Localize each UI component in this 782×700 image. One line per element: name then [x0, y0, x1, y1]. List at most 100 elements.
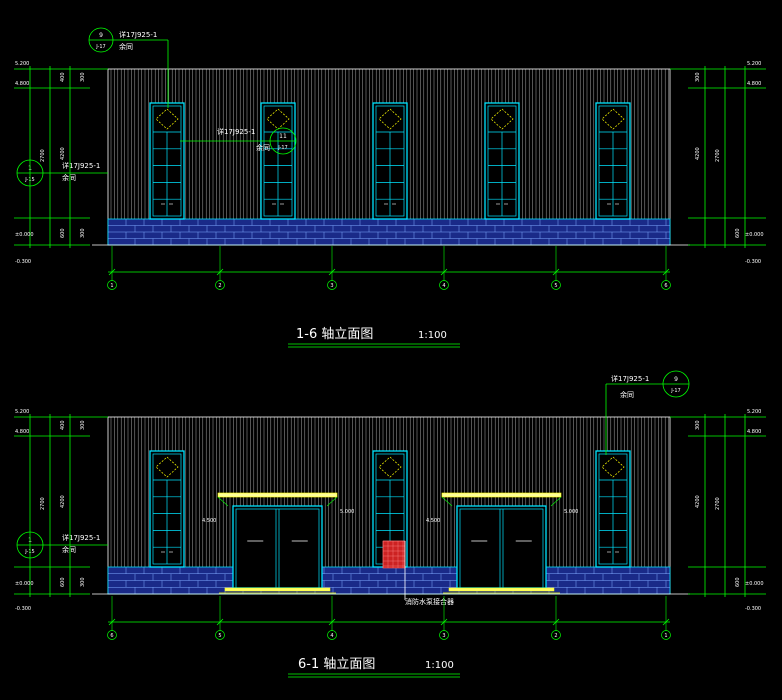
hydrant-connector: 消防水泵接合器: [382, 540, 454, 606]
dim-outer: 300: [80, 420, 86, 430]
window: [484, 102, 520, 220]
dim-outer: 2700: [715, 497, 721, 510]
level-eave: 4.800: [747, 429, 761, 435]
axis-label: 2: [554, 633, 557, 639]
level-eave: 4.800: [15, 429, 29, 435]
drawing-title: 1-6 轴立面图: [296, 327, 373, 342]
canopy-level: 5.000: [340, 509, 354, 515]
callout-text: 详17J925-1: [611, 374, 649, 383]
dim-inner: 4200: [695, 495, 701, 508]
window: [595, 450, 631, 568]
lower-callout-top: 9 J-17 详17J925-1 余同: [605, 370, 690, 455]
lower-elevation: 消防水泵接合器 9 J-17 详17J925-1 余同 1 J-15 详17J9…: [14, 370, 766, 678]
upper-elevation: 9 J-17 详17J925-1 余同 11 J-17 详17J925-1 余同…: [14, 27, 766, 348]
dim-inner: 600: [735, 577, 741, 587]
dim-outer: 300: [695, 420, 701, 430]
level-top: 5.200: [747, 61, 761, 67]
callout-text-same: 余同: [256, 143, 270, 152]
dim-inner: 400: [60, 72, 66, 82]
level-ground: -0.300: [745, 606, 761, 612]
axis-label: 2: [218, 283, 221, 289]
lower-brick-base: [107, 566, 671, 595]
callout-text-same: 余同: [119, 42, 133, 51]
upper-windows: [149, 102, 631, 220]
callout-text: 详17J925-1: [119, 30, 157, 39]
dim-inner: 600: [60, 228, 66, 238]
upper-title-block: 1-6 轴立面图 1:100: [288, 327, 460, 348]
level-eave: 4.800: [15, 81, 29, 87]
dim-outer: 2700: [40, 149, 46, 162]
axis-label: 1: [664, 633, 667, 639]
window: [372, 102, 408, 220]
callout-ref: J-15: [24, 177, 34, 183]
callout-ref: J-15: [24, 549, 34, 555]
callout-text: 详17J925-1: [62, 161, 100, 170]
level-top: 5.200: [15, 409, 29, 415]
dim-outer: 300: [80, 72, 86, 82]
callout-ref: J-17: [670, 388, 680, 394]
axis-label: 1: [110, 283, 113, 289]
lower-windows: [149, 450, 631, 568]
level-zero: ±0.000: [15, 232, 34, 238]
dim-inner: 600: [735, 228, 741, 238]
level-top: 5.200: [747, 409, 761, 415]
callout-ref: J-17: [95, 44, 105, 50]
dim-inner: 400: [60, 420, 66, 430]
upper-callout-top: 9 J-17 详17J925-1 余同: [88, 27, 169, 108]
level-ground: -0.300: [745, 259, 761, 265]
dim-inner: 4200: [695, 147, 701, 160]
axis-label: 3: [330, 283, 333, 289]
callout-text-same: 余同: [62, 173, 76, 182]
callout-text-same: 余同: [62, 545, 76, 554]
level-zero: ±0.000: [745, 232, 764, 238]
callout-text-same: 余同: [620, 390, 634, 399]
drawing-title: 6-1 轴立面图: [298, 657, 375, 672]
dim-outer: 300: [80, 577, 86, 587]
dim-outer: 300: [695, 72, 701, 82]
canopy-level: 4.500: [426, 518, 440, 524]
axis-label: 3: [442, 633, 445, 639]
lower-dim-left: 5.200 4.800 ±0.000 -0.300 2700 400 4200 …: [14, 409, 108, 612]
callout-number: 9: [99, 32, 103, 39]
canopy-level-labels: 4.500 5.000 4.500 5.000: [202, 509, 578, 524]
upper-brick-base: [107, 218, 671, 246]
callout-ref: J-17: [277, 145, 287, 151]
level-ground: -0.300: [15, 606, 31, 612]
upper-callout-left: 1 J-15 详17J925-1 余同: [16, 159, 108, 187]
drawing-scale: 1:100: [425, 660, 454, 671]
lower-callout-left: 1 J-15 详17J925-1 余同: [16, 531, 108, 559]
lower-doors: [217, 492, 562, 594]
upper-dim-right: 5.200 4.800 ±0.000 -0.300 300 4200 2700 …: [670, 61, 766, 265]
axis-label: 6: [664, 283, 667, 289]
upper-dim-left: 5.200 4.800 ±0.000 -0.300 2700 400 4200 …: [14, 61, 108, 265]
door: [441, 492, 562, 594]
upper-callout-mid: 11 J-17 详17J925-1 余同: [180, 127, 297, 155]
dim-inner: 600: [60, 577, 66, 587]
dim-inner: 4200: [60, 147, 66, 160]
callout-text: 详17J925-1: [217, 127, 255, 136]
level-zero: ±0.000: [15, 581, 34, 587]
level-top: 5.200: [15, 61, 29, 67]
window: [149, 450, 185, 568]
lower-dim-right: 5.200 4.800 ±0.000 -0.300 300 4200 2700 …: [670, 409, 766, 612]
level-zero: ±0.000: [745, 581, 764, 587]
callout-number: 11: [279, 133, 287, 140]
canopy-level: 4.500: [202, 518, 216, 524]
axis-label: 5: [218, 633, 221, 639]
drawing-scale: 1:100: [418, 330, 447, 341]
upper-axis-grid: 1 2 3 4 5 6: [107, 246, 671, 290]
dim-outer: 300: [80, 228, 86, 238]
dim-inner: 4200: [60, 495, 66, 508]
axis-label: 4: [442, 283, 445, 289]
callout-text: 详17J925-1: [62, 533, 100, 542]
window: [372, 450, 408, 568]
axis-label: 5: [554, 283, 557, 289]
callout-number: 9: [674, 376, 678, 383]
level-ground: -0.300: [15, 259, 31, 265]
dim-outer: 2700: [40, 497, 46, 510]
axis-label: 4: [330, 633, 333, 639]
window: [149, 102, 185, 220]
window: [595, 102, 631, 220]
